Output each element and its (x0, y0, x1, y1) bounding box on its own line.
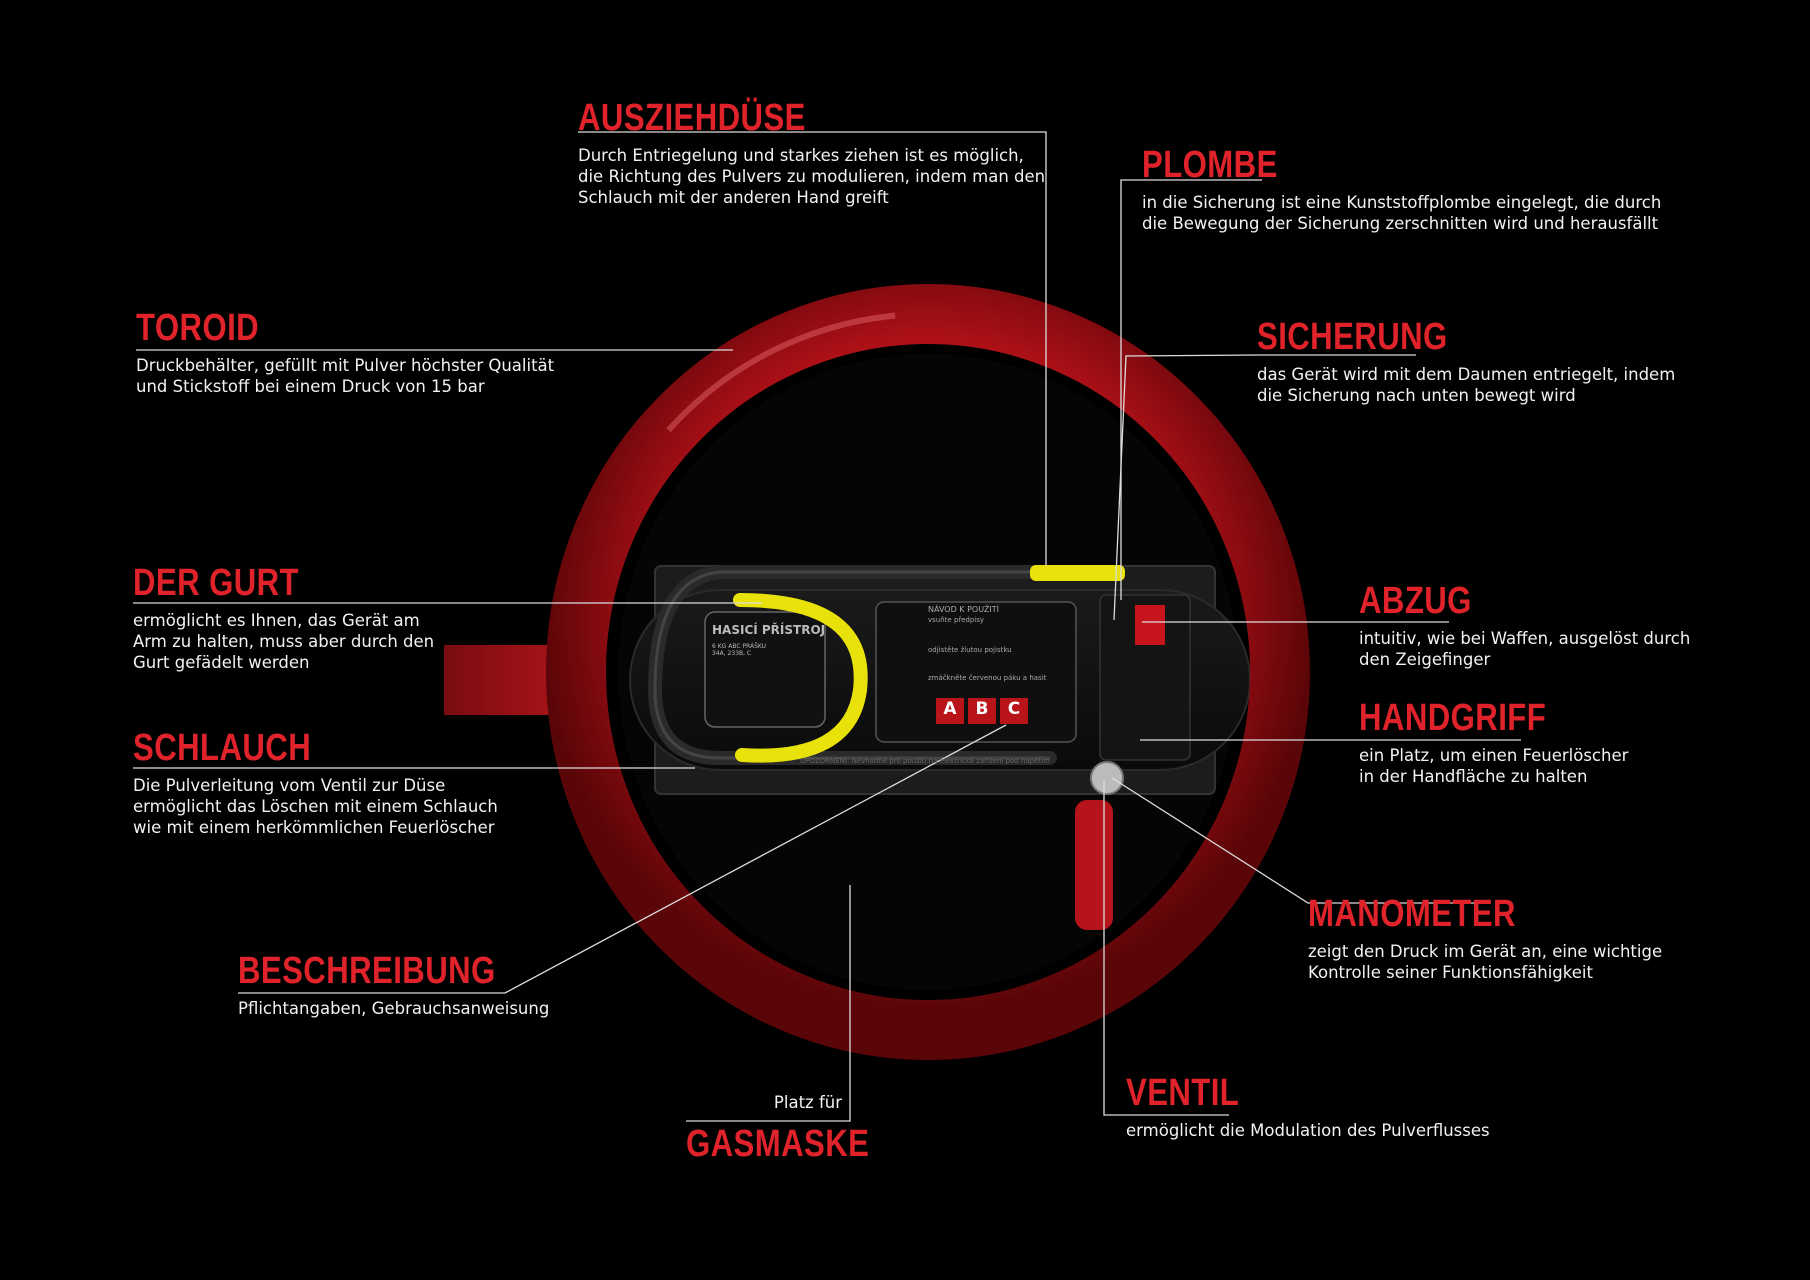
leader-manometer (1111, 777, 1488, 904)
callout-ventil-text: ermöglicht die Modulation des Pulverflus… (1126, 1121, 1490, 1140)
callout-ventil-title: VENTIL (1126, 1072, 1240, 1114)
callout-toroid-title: TOROID (136, 307, 260, 349)
callout-der-gurt: DER GURT ermöglicht es Ihnen, das Gerät … (133, 562, 434, 673)
callout-manometer-text: zeigt den Druck im Gerät an, eine wichti… (1308, 942, 1663, 982)
callout-plombe-text: in die Sicherung ist eine Kunststoffplom… (1142, 193, 1662, 233)
callout-der-gurt-title: DER GURT (133, 562, 300, 604)
class-a-box (936, 698, 964, 724)
callout-toroid: TOROID Druckbehälter, gefüllt mit Pulver… (136, 307, 554, 397)
callout-der-gurt-text: ermöglicht es Ihnen, das Gerät am Arm zu… (133, 611, 435, 672)
callout-gasmaske-text: Platz für (773, 1093, 842, 1112)
manual-step-2: odjistěte žlutou pojistku (928, 646, 1012, 654)
callout-ausziehduese-text: Durch Entriegelung und starkes ziehen is… (578, 146, 1046, 207)
fire-class-a: A (943, 699, 957, 719)
lever-tube (1075, 800, 1113, 930)
product-label-rating: 34A, 233B, C (712, 650, 752, 657)
product-label-text: HASICÍ PŘÍSTROJ 6 KG ABC PRÁŠKU 34A, 233… (712, 623, 826, 657)
callout-abzug-title: ABZUG (1359, 580, 1472, 622)
callout-ausziehduese: AUSZIEHDÜSE Durch Entriegelung und stark… (578, 97, 1045, 208)
callout-sicherung-title: SICHERUNG (1257, 316, 1448, 358)
class-c-box (1000, 698, 1028, 724)
callout-schlauch-title: SCHLAUCH (133, 727, 312, 769)
trigger (1135, 605, 1165, 645)
callout-beschreibung-title: BESCHREIBUNG (238, 950, 496, 992)
class-b-box (968, 698, 996, 724)
hose-highlight (653, 570, 1050, 760)
leader-gasmaske (686, 885, 851, 1122)
manual-step-1: vsuňte předpisy (928, 616, 985, 624)
callout-manometer-title: MANOMETER (1308, 893, 1516, 935)
fire-class-c: C (1007, 699, 1021, 719)
product-label-title: HASICÍ PŘÍSTROJ (712, 623, 826, 637)
callout-toroid-text: Druckbehälter, gefüllt mit Pulver höchst… (136, 356, 555, 396)
callout-handgriff: HANDGRIFF ein Platz, um einen Feuerlösch… (1359, 697, 1628, 787)
nozzle-tip (1030, 565, 1125, 581)
leader-ausziehduese (578, 131, 1047, 566)
callout-ausziehduese-title: AUSZIEHDÜSE (578, 97, 806, 139)
instruction-card-text: NÁVOD K POUŽITÍ vsuňte předpisy odjistět… (928, 605, 1073, 682)
callout-sicherung-text: das Gerät wird mit dem Daumen entriegelt… (1257, 365, 1676, 405)
callout-handgriff-title: HANDGRIFF (1359, 697, 1547, 739)
callout-plombe: PLOMBE in die Sicherung ist eine Kunstst… (1142, 144, 1661, 234)
handle-grip (733, 593, 868, 763)
manometer-gauge (1090, 761, 1124, 795)
callout-schlauch: SCHLAUCH Die Pulverleitung vom Ventil zu… (133, 727, 498, 838)
callout-handgriff-text: ein Platz, um einen Feuerlöscher in der … (1359, 746, 1629, 786)
valve-body (1099, 594, 1191, 761)
callout-abzug-text: intuitiv, wie bei Waffen, ausgelöst durc… (1359, 629, 1691, 669)
product-label-subtitle: 6 KG ABC PRÁŠKU (712, 643, 767, 650)
leader-sicherung (1113, 354, 1416, 621)
callout-schlauch-text: Die Pulverleitung vom Ventil zur Düse er… (133, 776, 498, 837)
leader-beschreibung (238, 724, 1007, 994)
warning-strip: UPOZORNĚNÍ: Nevhodné pro použití na elek… (800, 757, 1050, 765)
callout-gasmaske: Platz für GASMASKE (686, 1092, 870, 1165)
callout-gasmaske-title: GASMASKE (686, 1123, 870, 1165)
callout-abzug: ABZUG intuitiv, wie bei Waffen, ausgelös… (1359, 580, 1690, 670)
callout-manometer: MANOMETER zeigt den Druck im Gerät an, e… (1308, 893, 1662, 983)
manual-step-3: zmáčkněte červenou páku a hasit (928, 674, 1047, 682)
callout-ventil: VENTIL ermöglicht die Modulation des Pul… (1126, 1072, 1490, 1141)
callout-sicherung: SICHERUNG das Gerät wird mit dem Daumen … (1257, 316, 1675, 406)
leader-ventil (1103, 780, 1229, 1116)
manual-title: NÁVOD K POUŽITÍ (928, 605, 999, 614)
fire-class-b: B (975, 699, 989, 719)
toroid-ring (546, 284, 1310, 1060)
callout-beschreibung: BESCHREIBUNG Pflichtangaben, Gebrauchsan… (238, 950, 552, 1019)
product-label-card (704, 611, 826, 728)
fire-class-labels: A B C (936, 699, 1028, 719)
callout-beschreibung-text: Pflichtangaben, Gebrauchsanweisung (238, 999, 550, 1018)
callout-plombe-title: PLOMBE (1142, 144, 1278, 186)
